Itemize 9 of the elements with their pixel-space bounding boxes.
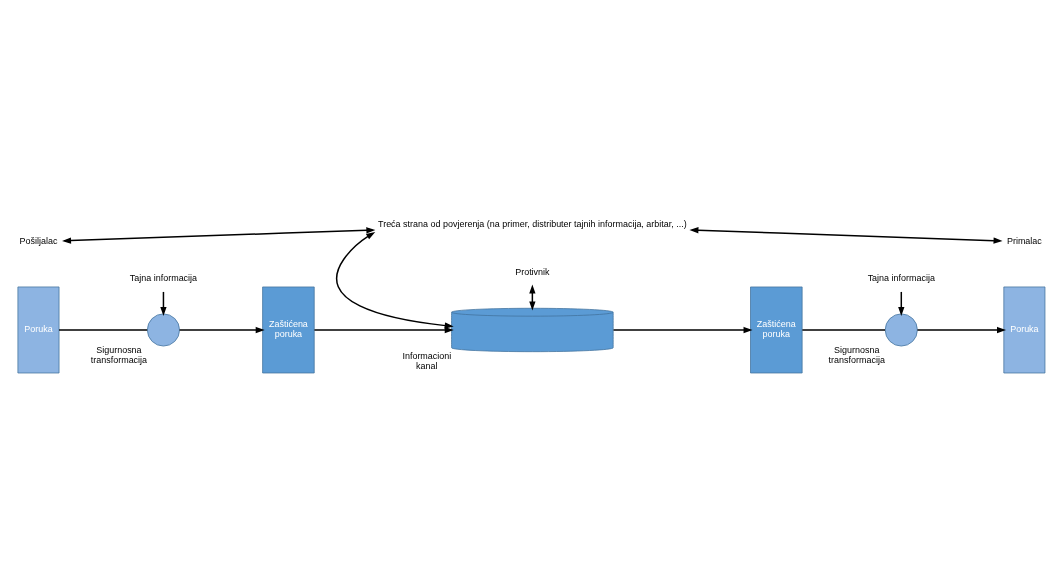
node-label: Sigurnosna transformacija (828, 344, 885, 365)
node-text: Tajna informacija (867, 272, 935, 283)
node-text: Tajna informacija (129, 272, 198, 283)
node-label: Sigurnosna transformacija (90, 344, 148, 365)
node-text: Protivnik (515, 266, 550, 277)
node-text: Pošiljalac (19, 235, 58, 246)
node-text: Treća strana od povjerenja (na primer, distributer tajnih informacija, arbitar, ...) (378, 218, 687, 229)
node-text: Primalac (1006, 235, 1042, 246)
node-label: Informacioni kanal (402, 350, 452, 371)
